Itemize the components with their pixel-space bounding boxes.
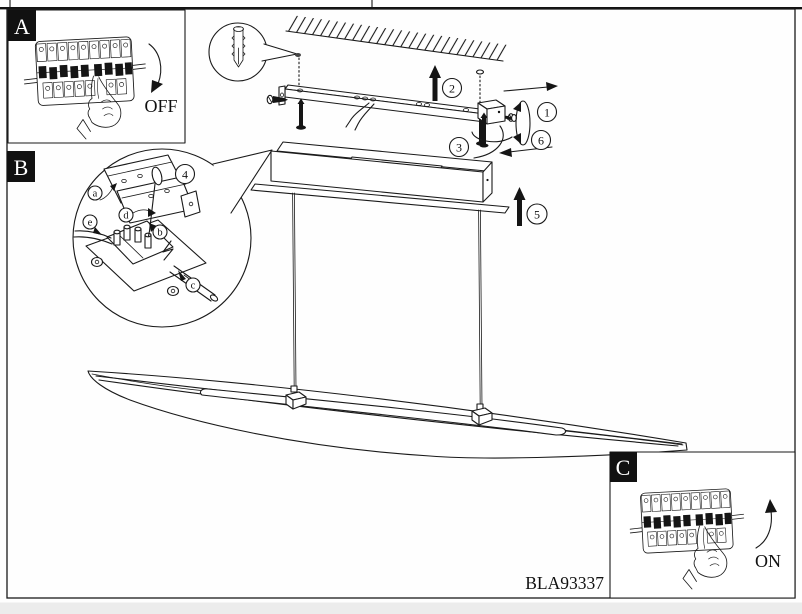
ceiling-hatch [286, 15, 508, 61]
up-arrow-shaft-5 [517, 198, 522, 226]
terminal-label-e: e [82, 214, 102, 235]
off-label: OFF [144, 96, 177, 116]
wall-anchor-detail [208, 22, 301, 86]
cord-grip-adjuster: 1 6 [471, 82, 558, 157]
svg-text:1: 1 [544, 106, 550, 120]
model-number: BLA93337 [525, 573, 604, 593]
page-bottom-strip [0, 602, 802, 614]
svg-text:d: d [123, 211, 129, 222]
bracket-holes [296, 88, 469, 112]
step-5-badge: 5 [534, 208, 540, 222]
page-border [6, 8, 796, 599]
grip-screw-icon [479, 112, 489, 148]
on-rotate-arrow-icon [755, 510, 772, 549]
anchor-in-ceiling-dot [295, 53, 301, 57]
svg-text:c: c [191, 281, 196, 292]
arrow-right-line [503, 86, 549, 92]
ceiling-screw-head [475, 69, 485, 75]
inset-a-label: A [14, 14, 30, 39]
inset-c-label: C [616, 455, 631, 480]
screw-left-vertical-icon [296, 98, 306, 130]
rotate-ellipse-icon [513, 100, 531, 146]
callout-tail [212, 149, 273, 214]
inset-b-label: B [14, 155, 29, 180]
breaker-panel-icon [21, 35, 148, 107]
step-5-group: 5 [513, 187, 548, 226]
breaker-panel-icon-c [627, 487, 746, 555]
inset-b: B [7, 148, 273, 328]
svg-text:b: b [157, 228, 162, 239]
svg-text:e: e [88, 218, 93, 229]
svg-text:6: 6 [538, 134, 544, 148]
side-screw-icon [507, 114, 517, 122]
lamp-right-inner-line [564, 430, 684, 446]
terminal-label-d: d [118, 207, 156, 223]
top-rule [0, 7, 802, 10]
lamp-left-inner-line [91, 373, 207, 392]
inset-c-label-badge [610, 452, 637, 482]
step-6-badge: 6 [530, 129, 552, 151]
svg-text:3: 3 [456, 141, 462, 155]
svg-text:a: a [93, 189, 98, 200]
lamp-front-edge [98, 379, 679, 447]
lamp-body [87, 370, 688, 459]
terminal-label-a: a [87, 183, 117, 201]
step-1-badge: 1 [536, 101, 558, 123]
off-arrowhead-icon [151, 80, 163, 93]
mounting-bracket [278, 84, 497, 131]
arrow-left-head-icon [499, 148, 512, 157]
step-3-badge: 3 [448, 136, 470, 158]
up-arrow-head [429, 65, 441, 78]
canopy-flange [250, 183, 510, 214]
off-rotate-arrow-icon [148, 43, 162, 85]
wire-grip-right [471, 403, 493, 426]
screw-left-horizontal-icon [266, 94, 288, 105]
canopy: 5 [250, 141, 548, 226]
up-arrow-head-5 [513, 187, 526, 200]
mains-wires [345, 102, 375, 131]
terminal-label-c: c [185, 277, 201, 293]
terminal-label-b: b [149, 223, 168, 240]
callout-tail-fill [213, 150, 272, 213]
inset-a-label-badge [8, 10, 36, 41]
wire-grip-left [285, 385, 307, 410]
screwdriver-icon [147, 166, 163, 237]
step-2-group: 2 [429, 65, 463, 101]
up-arrow-shaft [432, 76, 438, 101]
ceiling-line [285, 30, 504, 62]
inset-b-label-badge [7, 151, 35, 182]
on-arrowhead-icon [765, 499, 777, 513]
cable-arrowhead-icon [178, 270, 186, 281]
inset-a: A OFF [7, 9, 186, 144]
break-squiggle [162, 240, 174, 261]
ceiling-assembly: 2 3 [208, 15, 558, 159]
suspension-wire-right [478, 209, 483, 409]
step-2-badge: 2 [449, 82, 455, 96]
svg-text:4: 4 [182, 168, 188, 182]
inset-c: C ON [609, 451, 796, 599]
on-label: ON [755, 551, 781, 571]
suspension [285, 192, 493, 426]
rotate-arc-icon [473, 125, 504, 159]
step-4-badge: 4 [174, 163, 196, 185]
canopy-end-face [482, 161, 493, 203]
suspension-wire-left [292, 192, 297, 391]
wall-anchor-icon [231, 26, 246, 68]
arrow-right-head-icon [546, 82, 558, 91]
